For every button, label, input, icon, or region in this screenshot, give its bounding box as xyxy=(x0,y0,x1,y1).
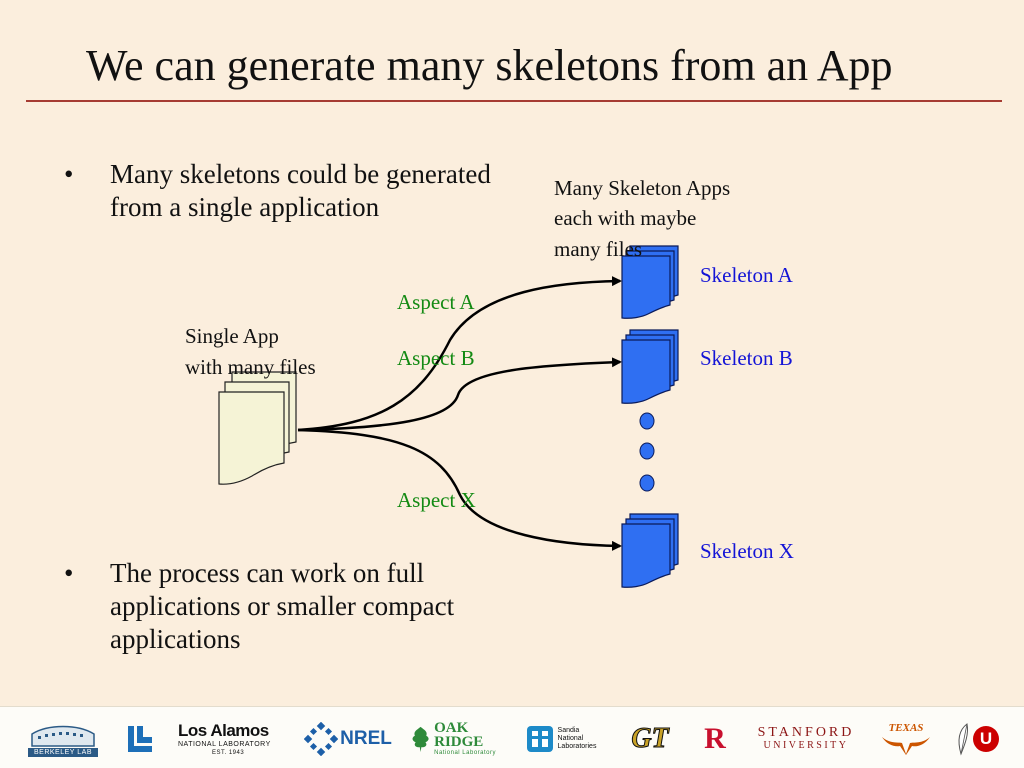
oak-ridge-subtext: National Laboratory xyxy=(434,750,496,756)
utah-text: U xyxy=(979,729,993,748)
partner-logo-bar: BERKELEY LAB Los Alamos NATIONAL LABORAT… xyxy=(0,706,1024,768)
arrow-aspect-x xyxy=(297,428,622,551)
texas-text: TEXAS xyxy=(888,722,924,734)
llnl-l-icon xyxy=(128,726,152,752)
many-apps-label-line-2: each with maybe xyxy=(554,206,697,230)
berkeley-lab-logo: BERKELEY LAB xyxy=(26,719,100,759)
many-apps-label-line-1: Many Skeleton Apps xyxy=(554,176,731,200)
sandia-text-line-2: National xyxy=(557,735,584,742)
los-alamos-subtext: NATIONAL LABORATORY xyxy=(178,741,271,748)
utah-logo: U xyxy=(952,719,1000,759)
oak-ridge-text-line-1: OAK xyxy=(434,720,469,736)
utah-circle: U xyxy=(973,726,999,752)
nrel-logo: NREL xyxy=(302,719,394,759)
skeleton-x-document-stack xyxy=(621,513,679,588)
feather-icon xyxy=(958,723,968,756)
single-app-label-line-1: Single App xyxy=(185,324,279,348)
skeleton-x-label: Skeleton X xyxy=(700,539,794,563)
skeleton-b-label: Skeleton B xyxy=(700,346,793,370)
nrel-diamond-icon xyxy=(304,722,339,756)
berkeley-lab-building-icon xyxy=(31,725,95,747)
bullet-text: Many skeletons could be generated from a… xyxy=(110,159,491,222)
sandia-logo: Sandia National Laboratories xyxy=(522,719,600,759)
texas-logo: TEXAS xyxy=(874,719,938,759)
bullet-item: • Many skeletons could be generated from… xyxy=(64,158,510,224)
llnl-logo xyxy=(124,719,156,759)
sandia-thunderbird-icon xyxy=(526,726,553,752)
bullet-item: • The process can work on full applicati… xyxy=(64,557,510,656)
stanford-text-line-1: STANFORD xyxy=(757,725,855,740)
title-divider xyxy=(26,100,1002,102)
oak-ridge-logo: OAK RIDGE National Laboratory xyxy=(410,719,496,759)
berkeley-lab-text: BERKELEY LAB xyxy=(27,747,98,757)
stanford-text-line-2: UNIVERSITY xyxy=(763,740,849,751)
arrow-aspect-b xyxy=(297,357,622,432)
many-apps-label-line-3: many files xyxy=(554,237,643,261)
skeleton-a-label: Skeleton A xyxy=(700,263,793,287)
single-app-document-stack xyxy=(218,371,297,485)
single-app-label-line-2: with many files xyxy=(185,355,316,379)
oak-leaf-icon xyxy=(412,726,429,752)
nrel-text: NREL xyxy=(340,728,392,749)
bullet-glyph: • xyxy=(64,159,74,189)
skeleton-a-document-stack xyxy=(621,245,679,319)
skeleton-generation-diagram xyxy=(218,245,679,588)
oak-ridge-text-line-2: RIDGE xyxy=(434,734,484,750)
los-alamos-text: Los Alamos xyxy=(178,721,269,740)
sandia-text-line-1: Sandia xyxy=(557,727,580,734)
arrow-aspect-a xyxy=(297,276,622,432)
aspect-a-label: Aspect A xyxy=(397,290,475,314)
georgia-tech-logo: GT xyxy=(622,719,678,759)
slide-title: We can generate many skeletons from an A… xyxy=(86,41,893,90)
aspect-b-label: Aspect B xyxy=(397,346,475,370)
rutgers-text: R xyxy=(704,722,726,755)
rutgers-logo: R xyxy=(698,719,732,759)
bullet-glyph: • xyxy=(64,558,74,588)
georgia-tech-text: GT xyxy=(631,723,669,755)
ellipsis-dots xyxy=(639,412,655,492)
los-alamos-est: EST. 1943 xyxy=(212,750,245,756)
los-alamos-logo: Los Alamos NATIONAL LABORATORY EST. 1943 xyxy=(178,719,282,759)
aspect-x-label: Aspect X xyxy=(397,488,476,512)
stanford-logo: STANFORD UNIVERSITY xyxy=(752,719,860,759)
skeleton-b-document-stack xyxy=(621,329,679,404)
longhorn-icon xyxy=(882,737,930,755)
bullet-text: The process can work on full application… xyxy=(110,558,455,654)
sandia-text-line-3: Laboratories xyxy=(557,743,597,750)
